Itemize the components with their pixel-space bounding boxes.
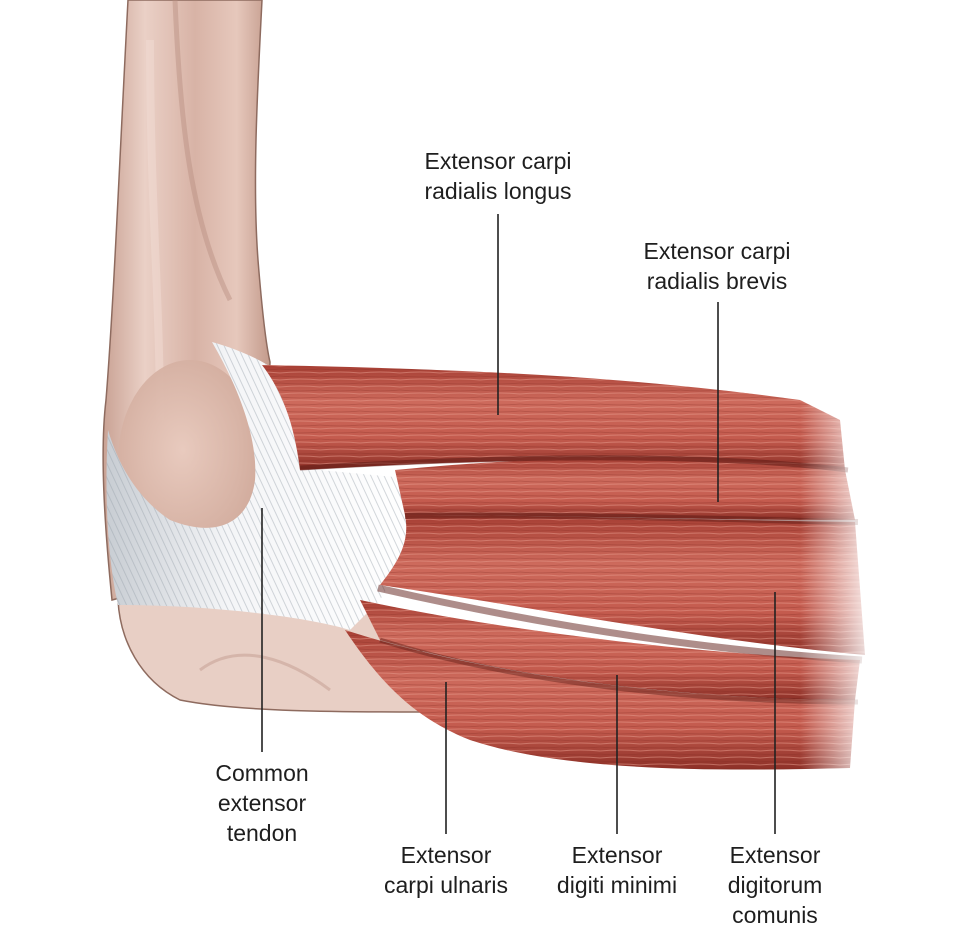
label-extensor-carpi-radialis-longus: Extensor carpi radialis longus: [424, 148, 572, 204]
label-extensor-digiti-minimi: Extensor digiti minimi: [556, 842, 678, 898]
common-extensor-tendon-shape: [106, 342, 410, 630]
label-extensor-carpi-radialis-brevis: Extensor carpi radialis brevis: [643, 238, 791, 294]
label-extensor-digitorum-comunis: Extensor digitorum comunis: [727, 842, 823, 928]
label-common-extensor-tendon: Common extensor tendon: [215, 760, 309, 846]
extensor-muscles: [262, 365, 880, 780]
label-extensor-carpi-ulnaris: Extensor carpi ulnaris: [384, 842, 508, 898]
leader-lines: [261, 214, 776, 834]
